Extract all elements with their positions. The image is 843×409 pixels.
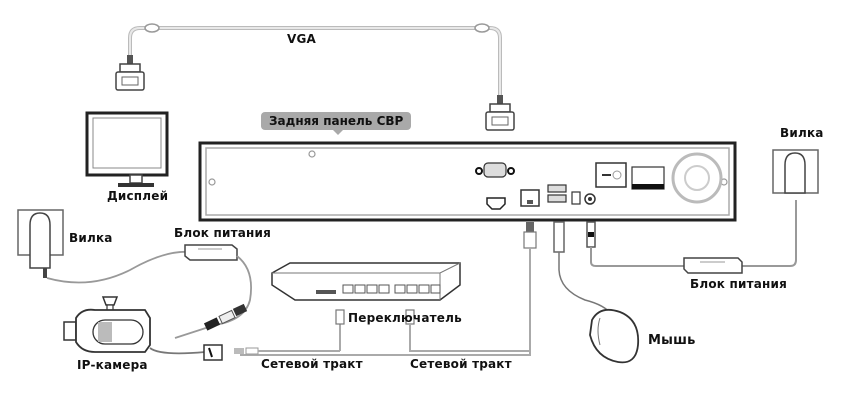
vga-port	[475, 162, 515, 178]
mouse-icon	[589, 308, 640, 364]
wall-plug-icon-right	[772, 149, 819, 194]
rear-panel-tag: Задняя панель СВР	[261, 112, 412, 135]
vga-cable	[127, 23, 503, 105]
usb-port	[547, 184, 567, 193]
fan-icon	[671, 152, 723, 204]
network-cable-nvr	[240, 222, 537, 356]
network-switch-icon	[271, 262, 530, 352]
power-adapter-icon-left	[184, 244, 238, 261]
ip-camera-icon	[63, 296, 151, 353]
wall-plug-icon-left	[17, 209, 64, 278]
ip-camera-label: IP-камера	[77, 358, 148, 372]
plug-right-label: Вилка	[780, 126, 824, 140]
monitor-icon	[85, 111, 169, 187]
nvr-rear-panel-icon	[198, 141, 737, 222]
switch-label: Переключатель	[348, 311, 462, 325]
lan-port	[520, 189, 540, 207]
vga-connector-display	[115, 63, 145, 91]
power-connector	[203, 303, 248, 331]
mouse-label: Мышь	[648, 333, 696, 348]
rj45-connector-camera	[203, 344, 223, 361]
power-adapter-right-label: Блок питания	[690, 277, 788, 291]
network-cable-camera	[234, 309, 345, 355]
hdmi-port	[486, 197, 506, 210]
network-path-2-label: Сетевой тракт	[410, 357, 512, 371]
vga-connector-nvr	[485, 103, 515, 131]
power-adapter-left-label: Блок питания	[174, 226, 272, 240]
mouse-cable	[553, 221, 613, 316]
camera-cable	[149, 347, 206, 355]
display-label: Дисплей	[107, 189, 169, 203]
vga-label: VGA	[287, 32, 317, 46]
network-path-1-label: Сетевой тракт	[261, 357, 363, 371]
power-cable-left	[46, 250, 191, 284]
plug-left-label: Вилка	[69, 231, 113, 245]
power-adapter-icon-right	[683, 257, 743, 274]
